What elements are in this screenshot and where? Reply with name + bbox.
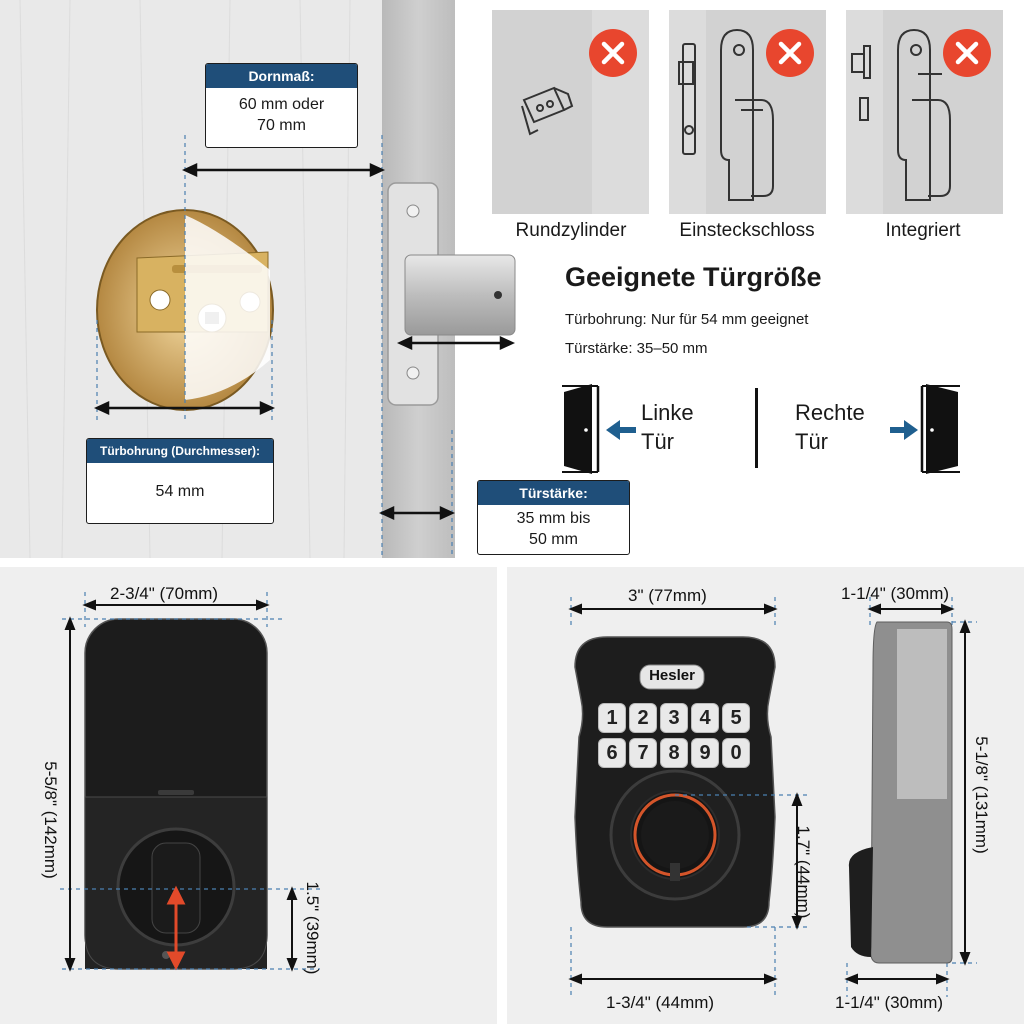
- exterior-cylinder-height-label: 1.7" (44mm): [794, 825, 813, 919]
- suitable-bore-note: Türbohrung: Nur für 54 mm geeignet: [565, 311, 809, 328]
- key-0[interactable]: 0: [722, 737, 750, 768]
- thickness-label: Türstärke:: [478, 481, 629, 505]
- door-illustration: [19, 0, 513, 559]
- incompatible-card-2: [669, 10, 826, 214]
- key-9[interactable]: 9: [691, 737, 719, 768]
- exterior-unit-diagram: [568, 597, 977, 997]
- backset-label: Dornmaß:: [206, 64, 357, 88]
- thickness-value-2: 50 mm: [529, 531, 578, 548]
- interior-width-label: 2-3/4" (70mm): [110, 584, 219, 603]
- cylinder-lock-icon: [492, 10, 637, 214]
- interior-unit-diagram: [60, 592, 320, 972]
- bore-value: 54 mm: [155, 483, 205, 500]
- right-door-label: Rechte Tür: [795, 398, 865, 456]
- backset-value-1: 60 mm oder: [238, 96, 325, 113]
- right-door-line1: Rechte: [795, 400, 865, 425]
- exterior-bottom-width-label: 1-3/4" (44mm): [606, 993, 715, 1012]
- key-5[interactable]: 5: [722, 703, 750, 733]
- mortise-lock-icon: [678, 10, 826, 214]
- suitable-thickness-note: Türstärke: 35–50 mm: [565, 340, 708, 357]
- bore-label: Türbohrung (Durchmesser):: [87, 439, 273, 463]
- latch-bolt: [387, 182, 516, 406]
- key-8[interactable]: 8: [660, 737, 688, 768]
- brand-logo: Hesler: [649, 667, 695, 684]
- key-3[interactable]: 3: [660, 703, 688, 733]
- backset-value-2: 70 mm: [257, 117, 306, 134]
- key-7[interactable]: 7: [629, 737, 657, 768]
- side-height-label: 5-1/8" (131mm): [972, 736, 991, 854]
- thickness-value-1: 35 mm bis: [516, 510, 591, 527]
- right-door-icon: [890, 384, 960, 474]
- exterior-width-label: 3" (77mm): [628, 586, 707, 605]
- key-2[interactable]: 2: [629, 703, 657, 733]
- incompatible-card-3: [846, 10, 1003, 214]
- interior-turn-height-label: 1.5" (39mm): [303, 881, 322, 975]
- bore-box: Türbohrung (Durchmesser): 54 mm: [86, 438, 274, 524]
- backset-box: Dornmaß: 60 mm oder 70 mm: [205, 63, 358, 148]
- keypad: 1 2 3 4 5 6 7 8 9 0: [598, 703, 750, 769]
- key-1[interactable]: 1: [598, 703, 626, 733]
- integrated-handle-icon: [851, 10, 1003, 214]
- right-door-line2: Tür: [795, 429, 828, 454]
- left-door-icon: [562, 384, 636, 474]
- left-door-line1: Linke: [641, 400, 694, 425]
- interior-height-label: 5-5/8" (142mm): [41, 761, 60, 879]
- incompatible-label-3: Integriert: [885, 220, 961, 241]
- side-depth-bottom-label: 1-1/4" (30mm): [835, 993, 944, 1012]
- key-6[interactable]: 6: [598, 737, 626, 768]
- key-4[interactable]: 4: [691, 703, 719, 733]
- suitable-title: Geeignete Türgröße: [565, 262, 822, 292]
- left-door-line2: Tür: [641, 429, 674, 454]
- incompatible-label-2: Einsteckschloss: [679, 220, 815, 241]
- door-divider: [755, 388, 758, 468]
- left-door-label: Linke Tür: [641, 398, 694, 456]
- thickness-box: Türstärke: 35 mm bis 50 mm: [477, 480, 630, 555]
- incompatible-card-1: [492, 10, 649, 214]
- incompatible-label-1: Rundzylinder: [515, 220, 627, 241]
- side-depth-top-label: 1-1/4" (30mm): [841, 584, 950, 603]
